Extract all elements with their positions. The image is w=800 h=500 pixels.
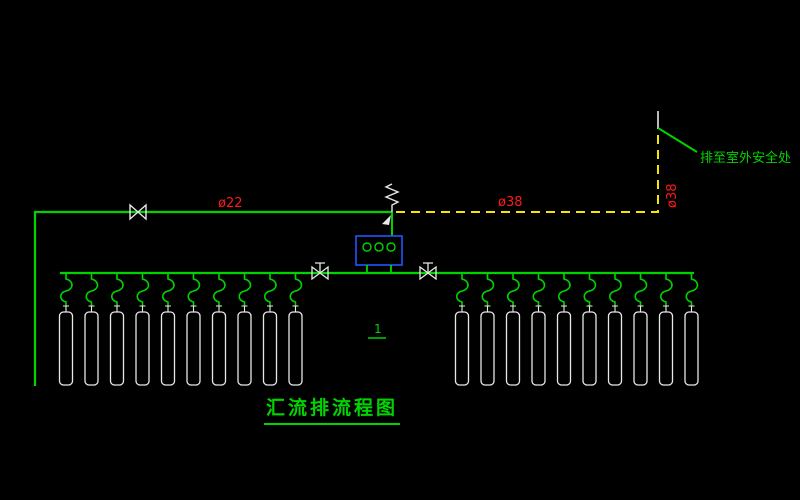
cylinder-body: [288, 311, 303, 386]
cylinder-valve-icon: [510, 305, 516, 312]
gas-cylinder: [160, 273, 176, 386]
gas-cylinder: [186, 273, 201, 386]
regulator-outlet-stubs: [366, 265, 392, 273]
regulator-gauges: [362, 242, 396, 252]
cylinder-body: [109, 311, 125, 386]
cylinder-valve-icon: [663, 305, 669, 312]
cylinder-valve-icon: [190, 305, 197, 312]
gas-cylinder: [684, 273, 699, 386]
cylinder-body: [684, 311, 699, 386]
gas-cylinder: [58, 273, 74, 386]
header-valve-left-icon: [311, 262, 329, 281]
vent-note-label: 排至室外安全处: [700, 150, 791, 166]
riser-diameter-label: ø38: [665, 184, 680, 209]
cylinder-body: [262, 311, 278, 386]
gas-cylinder: [237, 273, 252, 386]
gauge-icon: [386, 242, 396, 252]
cylinder-valve-icon: [165, 305, 171, 312]
cylinder-valve-icon: [561, 305, 567, 312]
gas-cylinder: [607, 273, 623, 386]
cylinder-valve-icon: [535, 305, 542, 312]
gas-cylinder: [84, 273, 99, 386]
cylinder-valve-icon: [459, 305, 465, 312]
relief-discharge-arrow-icon: [382, 215, 391, 225]
cylinder-valve-icon: [216, 305, 222, 312]
gas-cylinder: [288, 273, 303, 386]
left-pipe-diameter-label: ø22: [218, 196, 243, 211]
cylinder-valve-icon: [267, 305, 273, 312]
left-cylinder-bank: [58, 273, 303, 386]
cylinder-body: [556, 311, 572, 386]
vent-line-dashed: [396, 128, 659, 213]
gas-cylinder: [582, 273, 597, 386]
cylinder-valve-icon: [88, 305, 95, 312]
cylinder-body: [582, 311, 597, 386]
left-pipe-valve-icon: [129, 203, 147, 221]
cylinder-body: [186, 311, 201, 386]
cylinder-valve-icon: [484, 305, 491, 312]
cylinder-valve-icon: [612, 305, 618, 312]
gas-cylinder: [633, 273, 648, 386]
gas-cylinder: [211, 273, 227, 386]
cylinder-valve-icon: [139, 305, 146, 312]
left-supply-pipe: [33, 210, 392, 386]
cylinder-body: [480, 311, 495, 386]
gas-cylinder: [480, 273, 495, 386]
cylinder-body: [135, 311, 150, 386]
cylinder-body: [658, 311, 674, 386]
cylinder-valve-icon: [241, 305, 248, 312]
cylinder-valve-icon: [688, 305, 695, 312]
drawing-title: 汇流排流程图: [266, 396, 398, 419]
regulator-box: [355, 235, 403, 266]
gas-cylinder: [109, 273, 125, 386]
cylinder-body: [237, 311, 252, 386]
cylinder-body: [454, 311, 470, 386]
vent-note-leader: [657, 127, 698, 153]
gas-cylinder: [556, 273, 572, 386]
cylinder-valve-icon: [292, 305, 299, 312]
gas-cylinder: [505, 273, 521, 386]
right-cylinder-bank: [454, 273, 699, 386]
relief-valve-spring-icon: [384, 183, 400, 212]
gauge-icon: [374, 242, 384, 252]
gas-cylinder: [454, 273, 470, 386]
cylinder-valve-icon: [63, 305, 69, 312]
cylinder-body: [160, 311, 176, 386]
cylinder-body: [633, 311, 648, 386]
cylinder-body: [505, 311, 521, 386]
gauge-icon: [362, 242, 372, 252]
vent-pipe-diameter-label: ø38: [498, 195, 523, 210]
cylinder-valve-icon: [114, 305, 120, 312]
gas-cylinder: [658, 273, 674, 386]
header-valve-right-icon: [419, 262, 437, 281]
cylinder-body: [531, 311, 546, 386]
cylinder-body: [607, 311, 623, 386]
gas-cylinder: [262, 273, 278, 386]
gas-cylinder: [531, 273, 546, 386]
cylinder-body: [58, 311, 74, 386]
component-tag-label: 1: [374, 322, 382, 336]
cylinder-body: [211, 311, 227, 386]
cylinder-valve-icon: [637, 305, 644, 312]
gas-cylinder: [135, 273, 150, 386]
cylinder-valve-icon: [586, 305, 593, 312]
cylinder-body: [84, 311, 99, 386]
